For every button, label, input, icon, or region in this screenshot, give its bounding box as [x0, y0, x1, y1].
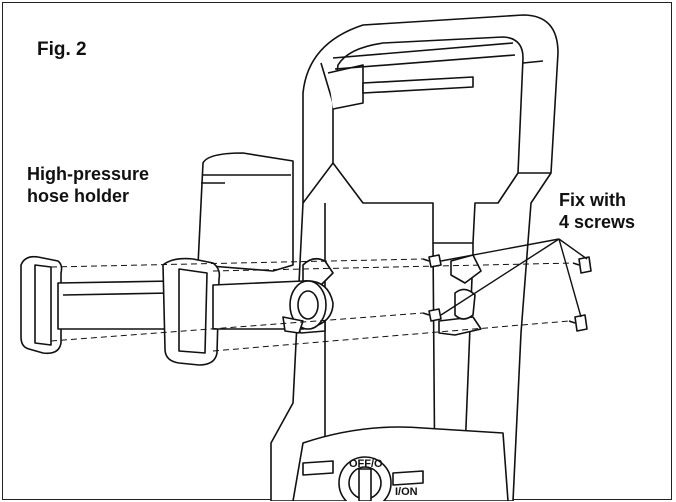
screws-callout-line2: 4 screws	[559, 212, 636, 232]
hose-holder-callout-line1: High-pressure	[27, 164, 150, 184]
alignment-lines	[50, 258, 574, 352]
hose-holder	[20, 152, 334, 366]
figure-label: Fig. 2	[37, 39, 87, 60]
leader-lines	[201, 182, 588, 318]
screws-callout: Fix with 4 screws	[559, 189, 635, 233]
washer-frame	[270, 14, 559, 501]
hose-holder-callout-line2: hose holder	[27, 186, 130, 206]
screws	[422, 254, 592, 332]
assembly-drawing	[20, 14, 592, 501]
hose-holder-callout: High-pressure hose holder	[27, 163, 149, 207]
screws-callout-line1: Fix with	[559, 190, 626, 210]
